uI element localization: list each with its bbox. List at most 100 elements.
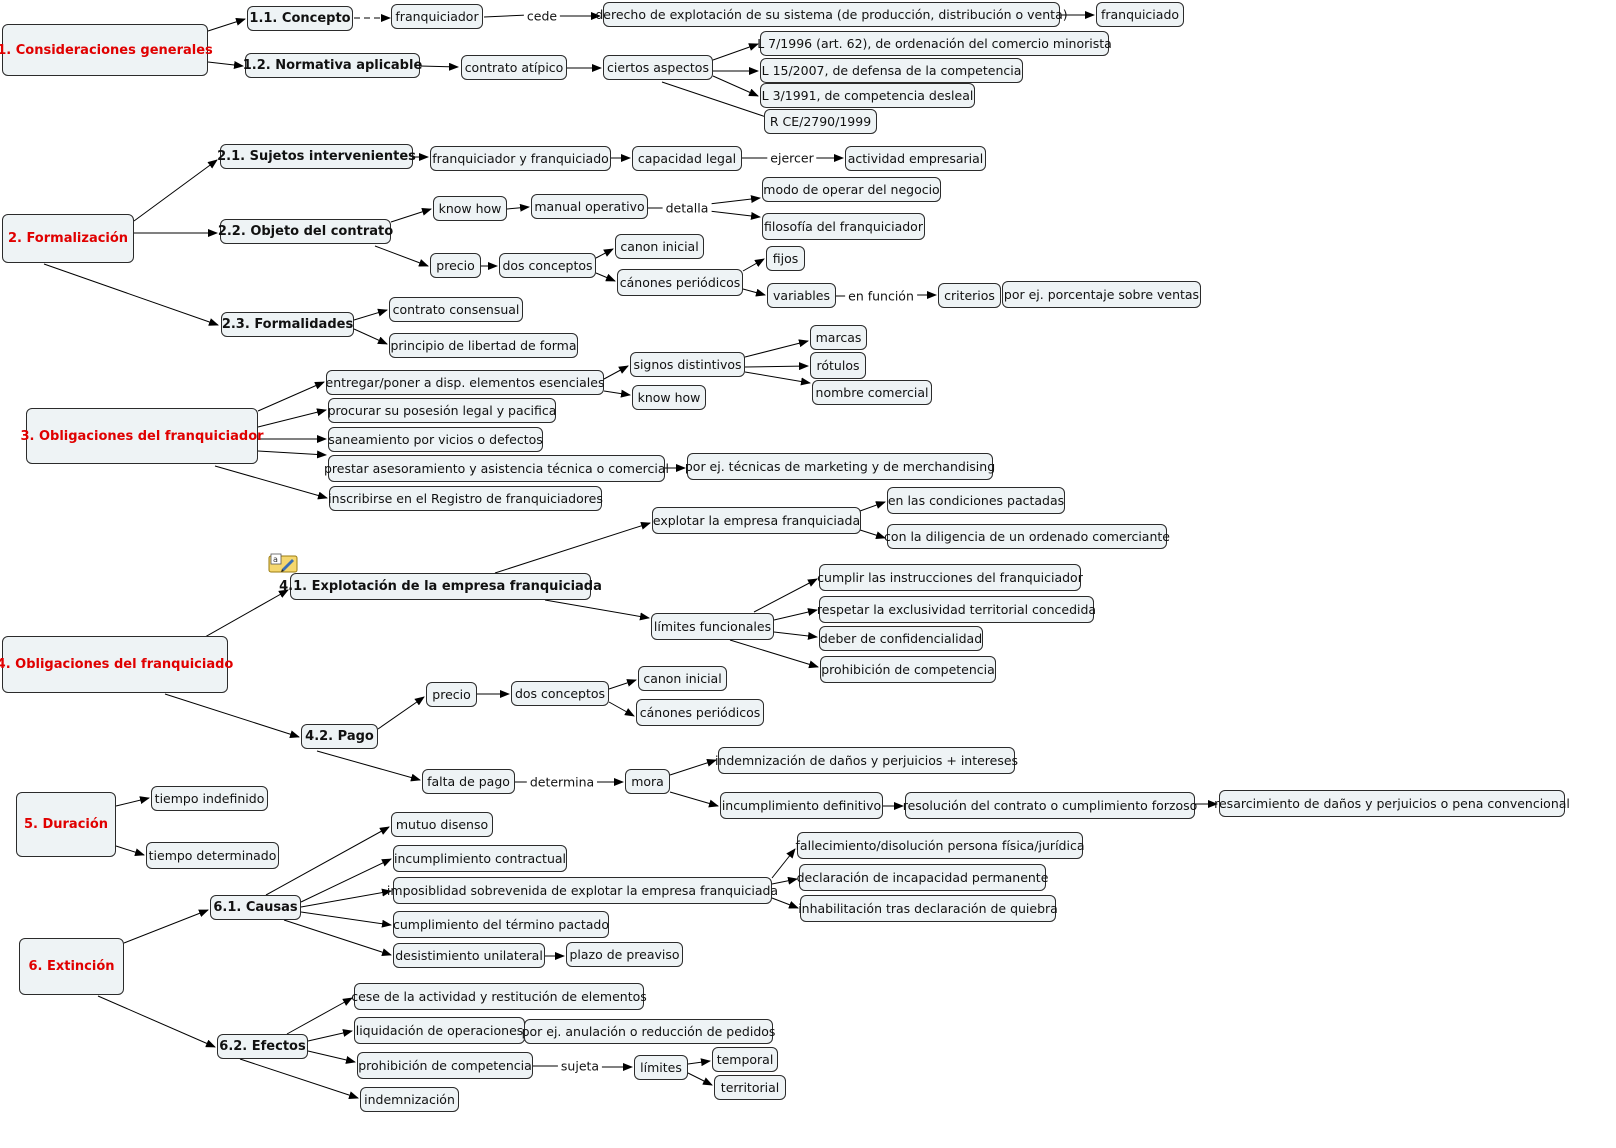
node-registro-franquiciadores[interactable]: inscribirse en el Registro de franquicia… [328, 486, 603, 511]
node-ley-3-1991[interactable]: L 3/1991, de competencia desleal [760, 83, 975, 108]
node-falta-de-pago[interactable]: falta de pago [422, 769, 515, 794]
node-franquiciador-y-franquiciado[interactable]: franquiciador y franquiciado [430, 146, 611, 171]
node-rotulos[interactable]: rótulos [810, 352, 866, 379]
node-resarcimiento-danos[interactable]: resarcimiento de daños y perjuicios o pe… [1214, 790, 1570, 817]
connector-22 [708, 195, 761, 205]
subtopic-explotacion-empresa[interactable]: 4.1. Explotación de la empresa franquici… [279, 573, 602, 600]
connector-82 [239, 1058, 359, 1099]
subtopic-formalidades[interactable]: 2.3. Formalidades [221, 312, 354, 337]
node-signos-distintivos[interactable]: signos distintivos [630, 352, 745, 377]
node-canones-periodicos[interactable]: cánones periódicos [617, 269, 743, 296]
annotation-note-icon[interactable]: a [268, 553, 298, 573]
node-nombre-comercial[interactable]: nombre comercial [812, 380, 932, 405]
connector-23 [708, 210, 761, 220]
node-exclusividad-territorial[interactable]: respetar la exclusividad territorial con… [817, 596, 1096, 623]
connector-76 [771, 876, 798, 885]
node-tiempo-determinado[interactable]: tiempo determinado [146, 842, 279, 869]
node-variables[interactable]: variables [767, 283, 836, 308]
node-liquidacion-operaciones[interactable]: liquidación de operaciones [354, 1017, 525, 1044]
node-marketing-merchandising[interactable]: por ej. técnicas de marketing y de merch… [685, 453, 995, 480]
node-limites-funcionales[interactable]: límites funcionales [651, 613, 774, 640]
node-precio[interactable]: precio [430, 253, 481, 278]
node-canon-inicial[interactable]: canon inicial [615, 234, 704, 259]
topic-formalizacion[interactable]: 2. Formalización [2, 214, 134, 263]
node-ley-15-2007[interactable]: L 15/2007, de defensa de la competencia [760, 58, 1023, 83]
node-explotar-empresa[interactable]: explotar la empresa franquiciada [652, 507, 861, 534]
node-know-how[interactable]: know how [433, 196, 507, 221]
node-prohibicion-competencia-franquiciado[interactable]: prohibición de competencia [820, 656, 996, 683]
edge-label-cede: cede [523, 8, 561, 24]
node-prohibicion-competencia-efectos[interactable]: prohibición de competencia [357, 1052, 533, 1079]
node-filosofia-franquiciador[interactable]: filosofía del franquiciador [762, 213, 925, 240]
node-indemnizacion[interactable]: indemnización [360, 1087, 459, 1112]
subtopic-normativa-aplicable[interactable]: 1.2. Normativa aplicable [243, 53, 422, 78]
topic-obligaciones-franquiciado[interactable]: 4. Obligaciones del franquiciado [0, 636, 233, 693]
node-know-how-franquiciador[interactable]: know how [632, 385, 706, 410]
edge-label-en-funcion: en función [845, 288, 917, 304]
node-tiempo-indefinido[interactable]: tiempo indefinido [151, 786, 268, 811]
topic-duracion[interactable]: 5. Duración [16, 792, 116, 857]
subtopic-objeto-del-contrato[interactable]: 2.2. Objeto del contrato [218, 219, 393, 244]
node-imposibilidad-sobrevenida[interactable]: imposiblidad sobrevenida de explotar la … [387, 877, 778, 904]
node-ciertos-aspectos[interactable]: ciertos aspectos [603, 55, 713, 80]
node-criterios[interactable]: criterios [938, 283, 1001, 308]
node-contrato-atipico[interactable]: contrato atípico [461, 55, 567, 80]
node-incapacidad-permanente[interactable]: declaración de incapacidad permanente [797, 864, 1048, 891]
node-indemnizacion-intereses[interactable]: indemnización de daños y perjuicios + in… [715, 747, 1018, 774]
node-cese-actividad[interactable]: cese de la actividad y restitución de el… [351, 983, 647, 1010]
node-canon-inicial-pago[interactable]: canon inicial [638, 666, 727, 691]
topic-consideraciones-generales[interactable]: 1. Consideraciones generales [0, 24, 213, 76]
node-desistimiento-unilateral[interactable]: desistimiento unilateral [393, 943, 545, 968]
node-mora[interactable]: mora [625, 769, 670, 794]
node-dos-conceptos[interactable]: dos conceptos [499, 253, 596, 278]
node-deber-confidencialidad[interactable]: deber de confidencialidad [819, 626, 983, 651]
node-derecho-explotacion[interactable]: derecho de explotación de su sistema (de… [595, 2, 1068, 27]
node-asesoramiento[interactable]: prestar asesoramiento y asistencia técni… [324, 455, 669, 482]
connector-46 [494, 521, 651, 574]
topic-obligaciones-franquiciador[interactable]: 3. Obligaciones del franquiciador [20, 408, 264, 464]
node-libertad-de-forma[interactable]: principio de libertad de forma [389, 333, 578, 358]
edge-label-detalla: detalla [662, 200, 712, 216]
subtopic-concepto[interactable]: 1.1. Concepto [247, 6, 353, 31]
node-dos-conceptos-pago[interactable]: dos conceptos [511, 681, 609, 706]
node-condiciones-pactadas[interactable]: en las condiciones pactadas [887, 487, 1065, 514]
node-actividad-empresarial[interactable]: actividad empresarial [845, 146, 986, 171]
node-fallecimiento-disolucion[interactable]: fallecimiento/disolución persona física/… [796, 832, 1084, 859]
node-capacidad-legal[interactable]: capacidad legal [632, 146, 742, 171]
node-inhabilitacion-quiebra[interactable]: inhabilitación tras declaración de quieb… [798, 895, 1058, 922]
node-franquiciador[interactable]: franquiciador [391, 4, 483, 29]
connector-32 [353, 308, 388, 321]
node-marcas[interactable]: marcas [810, 325, 867, 350]
node-entregar-elementos[interactable]: entregar/poner a disp. elementos esencia… [326, 370, 604, 395]
node-reglamento-2790[interactable]: R CE/2790/1999 [764, 109, 877, 134]
node-procurar-posesion[interactable]: procurar su posesión legal y pacifica [328, 398, 556, 423]
node-plazo-preaviso[interactable]: plazo de preaviso [566, 942, 683, 967]
node-manual-operativo[interactable]: manual operativo [531, 194, 648, 219]
node-anulacion-pedidos[interactable]: por ej. anulación o reducción de pedidos [522, 1019, 775, 1044]
node-precio-pago[interactable]: precio [426, 682, 477, 707]
node-territorial[interactable]: territorial [714, 1075, 786, 1100]
node-incumplimiento-definitivo[interactable]: incumplimiento definitivo [720, 792, 883, 819]
subtopic-causas[interactable]: 6.1. Causas [210, 895, 301, 920]
node-porcentaje-ventas[interactable]: por ej. porcentaje sobre ventas [1002, 281, 1201, 308]
node-fijos[interactable]: fijos [766, 246, 805, 271]
node-temporal[interactable]: temporal [712, 1047, 778, 1072]
node-contrato-consensual[interactable]: contrato consensual [389, 297, 523, 322]
node-diligencia-comerciante[interactable]: con la diligencia de un ordenado comerci… [884, 524, 1170, 549]
node-mutuo-disenso[interactable]: mutuo disenso [391, 812, 493, 837]
subtopic-pago[interactable]: 4.2. Pago [301, 724, 378, 749]
node-resolucion-contrato[interactable]: resolución del contrato o cumplimiento f… [903, 792, 1197, 819]
node-saneamiento[interactable]: saneamiento por vicios o defectos [328, 427, 543, 452]
node-incumplimiento-contractual[interactable]: incumplimiento contractual [393, 845, 567, 872]
node-franquiciado[interactable]: franquiciado [1096, 2, 1184, 27]
connector-12 [133, 159, 218, 222]
subtopic-sujetos-intervenientes[interactable]: 2.1. Sujetos intervenientes [217, 144, 416, 169]
node-cumplimiento-termino[interactable]: cumplimiento del término pactado [393, 911, 609, 938]
node-modo-de-operar[interactable]: modo de operar del negocio [762, 177, 941, 202]
node-ley-7-1996[interactable]: L 7/1996 (art. 62), de ordenación del co… [757, 31, 1112, 56]
node-canones-periodicos-pago[interactable]: cánones periódicos [636, 699, 764, 726]
subtopic-efectos[interactable]: 6.2. Efectos [217, 1034, 308, 1059]
node-limites[interactable]: límites [634, 1055, 688, 1080]
node-cumplir-instrucciones[interactable]: cumplir las instrucciones del franquicia… [817, 564, 1083, 591]
topic-extincion[interactable]: 6. Extinción [19, 938, 124, 995]
